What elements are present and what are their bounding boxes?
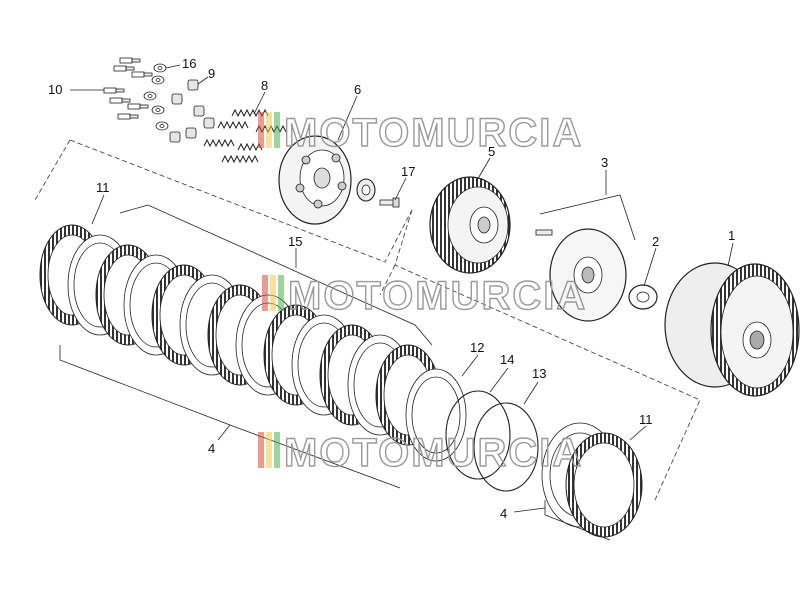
- callout-11: 11: [96, 180, 110, 195]
- callout-6: 6: [354, 82, 361, 97]
- leader-lines: [70, 64, 734, 513]
- callout-14: 14: [500, 352, 514, 367]
- callout-8: 8: [261, 78, 268, 93]
- callout-4-lower: 4: [500, 506, 507, 521]
- watermark-text: MOTOMURCIA: [288, 274, 587, 318]
- callout-17: 17: [401, 164, 415, 179]
- callout-9: 9: [208, 66, 215, 81]
- clutch-hub: [429, 176, 511, 274]
- clutch-springs: [203, 108, 287, 164]
- pressure-plate: [278, 135, 352, 225]
- callout-13: 13: [532, 366, 546, 381]
- clutch-disc-stack: [39, 224, 467, 462]
- wire-rings: [445, 390, 539, 492]
- callout-4: 4: [208, 441, 215, 456]
- callout-1: 1: [728, 228, 735, 243]
- callout-10: 10: [48, 82, 62, 97]
- damper-plate: [549, 228, 627, 322]
- spare-disc-pair: [541, 422, 643, 538]
- watermark-middle: MOTOMURCIA: [262, 273, 587, 319]
- bolt-set: [103, 57, 153, 120]
- bracket-lines: [59, 194, 636, 541]
- callout-3: 3: [601, 155, 608, 170]
- nut-set: [169, 79, 215, 143]
- callout-11-lower: 11: [639, 412, 653, 427]
- callout-2: 2: [652, 234, 659, 249]
- callout-16: 16: [182, 56, 196, 71]
- watermark-text: MOTOMURCIA: [284, 431, 583, 475]
- washer-2: [628, 284, 658, 310]
- callout-15: 15: [288, 234, 302, 249]
- watermark-text: MOTOMURCIA: [284, 111, 583, 155]
- thrust-bearing: [356, 178, 376, 202]
- pin-3: [535, 229, 553, 236]
- washer-set: [143, 63, 169, 131]
- assembly-outline: [34, 139, 701, 501]
- watermark-bottom: MOTOMURCIA: [258, 430, 583, 476]
- callout-labels: 1 2 3 4 4 5 6 8 9 10 11 11 12 13 14 15 1…: [48, 56, 735, 521]
- watermark-top: MOTOMURCIA: [258, 110, 583, 156]
- push-pin: [379, 197, 400, 208]
- callout-5: 5: [488, 144, 495, 159]
- clutch-basket: [664, 262, 800, 397]
- callout-12: 12: [470, 340, 484, 355]
